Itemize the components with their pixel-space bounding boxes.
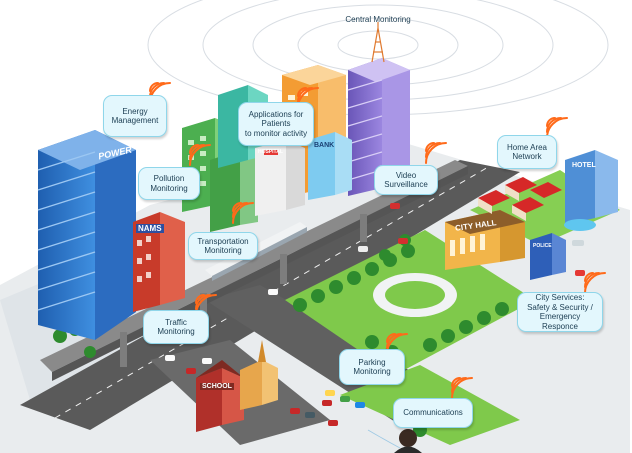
hospital-building: [255, 140, 305, 216]
energy-management-callout: Energy Management: [103, 95, 167, 137]
park-circle-grass: [385, 281, 445, 309]
wifi-signal-icon: [232, 202, 254, 224]
cars: [165, 203, 585, 426]
video-surveillance-callout: Video Surveillance: [374, 165, 438, 195]
houses: [478, 177, 562, 221]
city-hall: [445, 210, 525, 270]
hospital-sign: HOSPITAL: [258, 149, 283, 155]
pollution-monitoring-callout: Pollution Monitoring: [138, 167, 200, 200]
central-monitoring-label: Central Monitoring: [345, 15, 411, 24]
police-station: [530, 233, 566, 280]
person-with-phone: [367, 429, 422, 453]
applications-for-patients-callout: Applications for Patients to monitor act…: [238, 102, 314, 146]
wifi-signal-icon: [584, 272, 606, 294]
power-tower: [37, 130, 136, 340]
wifi-signal-icon: [189, 144, 211, 166]
traffic-monitoring-callout: Traffic Monitoring: [143, 310, 209, 344]
parking-monitoring-callout: Parking Monitoring: [339, 349, 405, 385]
radio-tower-icon: [371, 22, 385, 63]
trees: [53, 234, 509, 437]
nams-building: [133, 212, 185, 312]
purple-tower: [347, 58, 410, 196]
police-sign: POLICE: [533, 243, 552, 249]
city-services-callout: City Services: Safety & Security / Emerg…: [517, 292, 603, 332]
wifi-signal-icon: [451, 377, 473, 399]
wifi-signal-icon: [425, 142, 447, 164]
school-sign: SCHOOL: [200, 383, 234, 390]
bank-sign: BANK: [314, 142, 335, 149]
transportation-monitoring-callout: Transportation Monitoring: [188, 232, 258, 260]
home-area-network-callout: Home Area Network: [497, 135, 557, 169]
hotel-sign: HOTEL: [572, 162, 596, 169]
bank-building: [308, 132, 352, 200]
rail-pillars: [120, 214, 367, 367]
hotel-building: [564, 150, 618, 231]
communications-callout: Communications: [393, 398, 473, 428]
church-building: [240, 340, 278, 410]
nams-sign: NAMS: [136, 224, 164, 233]
